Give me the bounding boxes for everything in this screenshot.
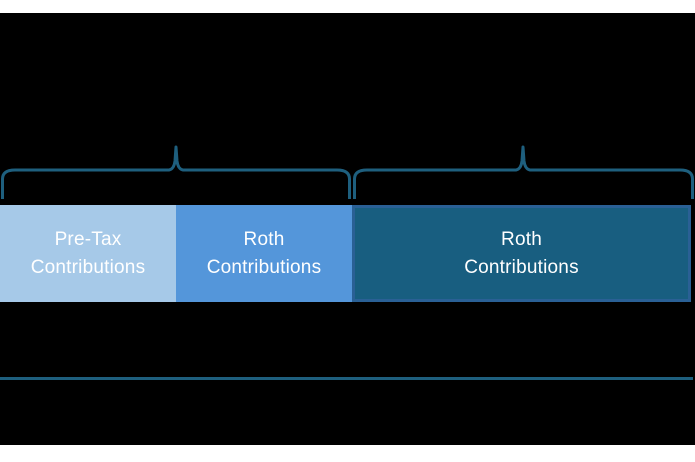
segment-label-line1: Pre-Tax (54, 228, 122, 250)
segment-label-line2: Contributions (206, 256, 322, 278)
right-brace (353, 145, 694, 199)
segment-pre-tax-contributions: Pre-Tax Contributions (0, 205, 176, 302)
left-brace (1, 145, 351, 199)
segment-roth-contributions: Roth Contributions (176, 205, 352, 302)
top-margin-strip (0, 0, 695, 13)
segment-label-line2: Contributions (464, 256, 579, 278)
bottom-margin-strip (0, 445, 695, 462)
segment-label-line2: Contributions (30, 256, 146, 278)
segment-label: Roth Contributions (464, 226, 579, 282)
segment-label: Roth Contributions (207, 226, 322, 282)
segment-label-line1: Roth (243, 228, 285, 250)
segment-label-line1: Roth (501, 228, 542, 250)
contribution-bar: Pre-Tax Contributions Roth Contributions… (0, 205, 695, 302)
segment-roth-contributions-dark: Roth Contributions (352, 205, 691, 302)
segment-label: Pre-Tax Contributions (31, 226, 146, 282)
divider-line (0, 377, 693, 380)
